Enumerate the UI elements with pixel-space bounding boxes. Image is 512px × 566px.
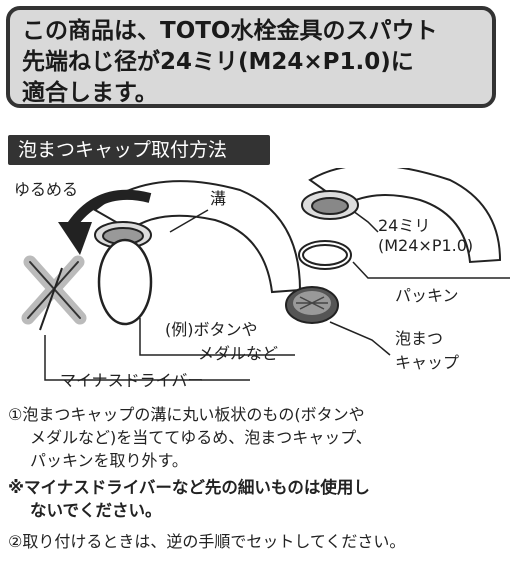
- label-packing: パッキン: [395, 286, 459, 305]
- crossed-screwdriver-icon: [21, 255, 87, 331]
- faucet-spout-right: [301, 168, 502, 264]
- step1-line1: ①泡まつキャップの溝に丸い板状のもの(ボタンや: [8, 405, 365, 424]
- loosen-arrow: [67, 189, 152, 228]
- label-screwdriver: マイナスドライバー: [60, 371, 204, 390]
- notice-line-3: 適合します。: [22, 80, 158, 106]
- label-cap-line1: 泡まつ: [395, 329, 444, 348]
- label-size: 24ミリ: [378, 216, 431, 235]
- section-title: 泡まつキャップ取付方法: [8, 135, 270, 165]
- label-example-line1: (例)ボタンや: [165, 320, 258, 339]
- label-thread-spec: (M24×P1.0): [378, 236, 474, 255]
- warning-line1: ※マイナスドライバーなど先の細いものは使用し: [8, 478, 370, 497]
- label-example-line2: メダルなど: [198, 344, 279, 363]
- compatibility-notice: この商品は、TOTO水栓金具のスパウト 先端ねじ径が24ミリ(M24×P1.0)…: [6, 6, 496, 108]
- installation-diagram: [21, 168, 510, 381]
- label-loosen: ゆるめる: [14, 180, 79, 199]
- warning-line2: ないでください。: [30, 501, 162, 520]
- leader-lines: [44, 204, 510, 381]
- loosen-arrowhead: [58, 222, 92, 255]
- aerator-cap: [285, 286, 339, 324]
- step1-line3: パッキンを取り外す。: [30, 451, 188, 470]
- step1-line2: メダルなど)を当ててゆるめ、泡まつキャップ、: [30, 428, 372, 447]
- label-groove: 溝: [210, 189, 227, 208]
- label-cap-line2: キャップ: [395, 353, 460, 372]
- notice-line-1: この商品は、TOTO水栓金具のスパウト: [22, 18, 438, 44]
- coin: [97, 238, 153, 326]
- notice-line-2: 先端ねじ径が24ミリ(M24×P1.0)に: [22, 49, 414, 75]
- step2: ②取り付けるときは、逆の手順でセットしてください。: [8, 532, 406, 551]
